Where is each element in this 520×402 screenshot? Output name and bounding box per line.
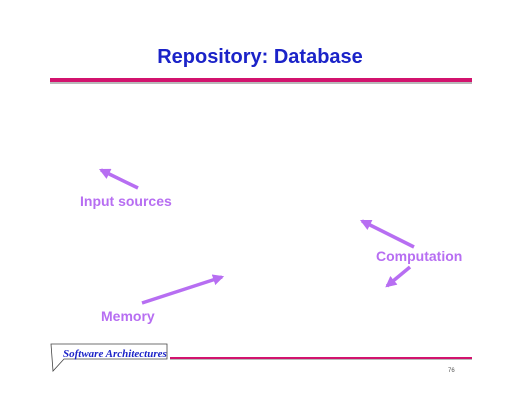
slide-title: Repository: Database [157, 46, 363, 68]
memory-label: Memory [101, 308, 155, 324]
input-sources-label: Input sources [80, 193, 172, 209]
page-number: 76 [448, 368, 455, 374]
title-divider [50, 78, 472, 82]
computation-label: Computation [376, 248, 463, 264]
input-arrow [98, 168, 139, 190]
computation-arrow-down [385, 265, 412, 288]
footer-brand: Software Architectures [63, 348, 167, 360]
memory-arrow [141, 274, 225, 305]
footer-divider [170, 357, 472, 359]
computation-arrow-up [359, 219, 415, 249]
